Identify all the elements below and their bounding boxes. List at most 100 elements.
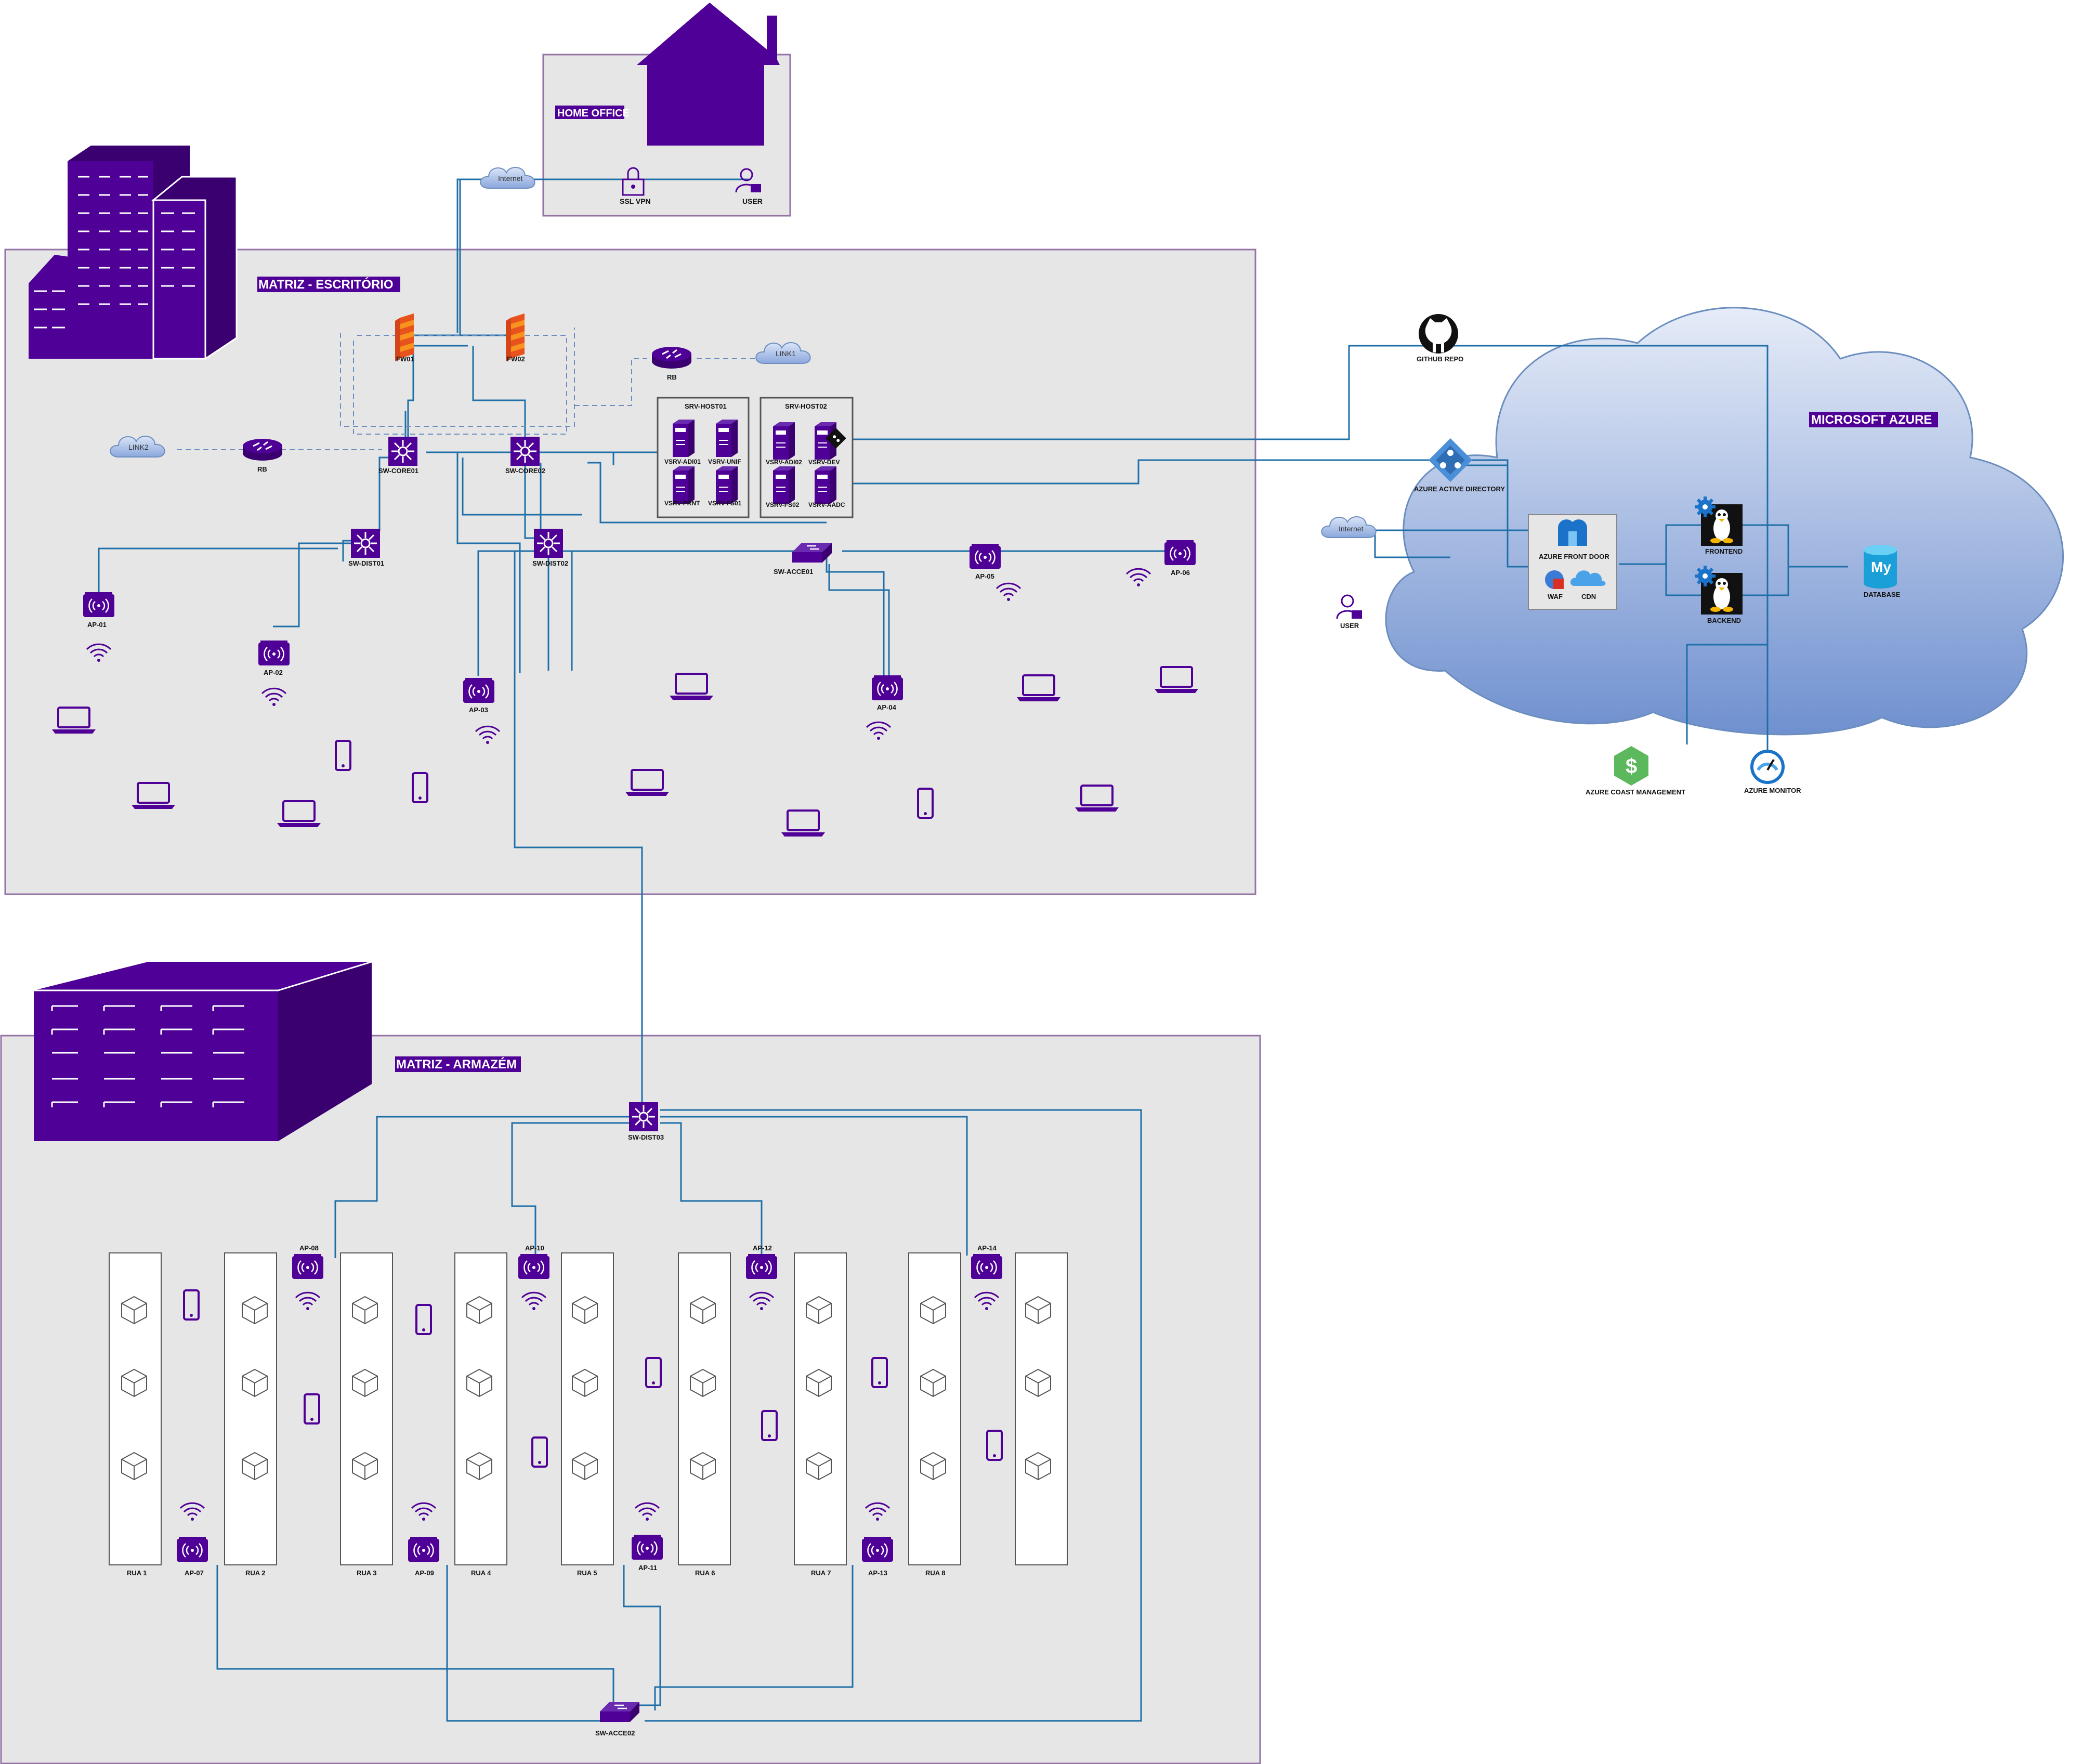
access-point-icon [970,1253,1003,1280]
aisle-label: RUA 3 [357,1569,377,1577]
front-door-icon [1558,519,1587,546]
front-door-label: AZURE FRONT DOOR [1539,553,1609,560]
dist-switch-icon [350,528,381,559]
ap09-label: AP-09 [415,1569,434,1577]
server-icon [772,466,795,504]
warehouse-building-icon [34,961,372,1141]
database-label: DATABASE [1864,591,1901,598]
access-point-icon [176,1536,209,1563]
zone-matriz-armazem [0,1035,1261,1764]
sw-core01-label: SW-CORE01 [378,467,418,475]
access-point-icon [462,677,495,704]
ssl-vpn-icon [622,167,645,196]
access-point-icon [291,1253,324,1280]
user-icon [1336,594,1363,620]
firewall-icon [506,313,525,361]
server-icon [672,419,695,458]
waf-icon [1545,570,1564,589]
sw-acce01-label: SW-ACCE01 [774,568,813,576]
ap11-label: AP-11 [638,1564,657,1572]
access-point-icon [407,1536,440,1563]
link2-label: LINK2 [128,443,149,451]
home-office-title: HOME OFFICE [557,108,630,119]
access-point-icon [257,639,291,667]
azure-user-label: USER [1340,622,1359,630]
vm-fs02-label: VSRV-FS02 [766,501,800,508]
home-icon [637,3,780,146]
backend-label: BACKEND [1707,617,1741,624]
dist-switch-icon [628,1101,659,1132]
aisle-label: RUA 8 [925,1569,946,1577]
sw-dist03-label: SW-DIST03 [628,1133,664,1141]
aisle-label: RUA 2 [245,1569,266,1577]
active-directory-icon [1429,438,1472,482]
microsoft-azure-title: MICROSOFT AZURE [1811,413,1932,427]
link1-label: LINK1 [776,349,796,358]
router-icon [242,438,283,462]
sw-core02-label: SW-CORE02 [505,467,545,475]
office-building-icon [29,146,238,360]
aisle-label: RUA 5 [577,1569,597,1577]
matriz-escritorio-title: MATRIZ - ESCRITÓRIO [258,277,394,292]
access-point-icon [871,674,904,701]
azure-links [1372,464,1848,759]
github-label: GITHUB REPO [1417,355,1463,363]
srv-host02-label: SRV-HOST02 [785,402,827,410]
zone-matriz-escritorio [4,249,1256,895]
access-point-icon [631,1534,664,1561]
rb-right-label: RB [667,373,677,381]
ap13-label: AP-13 [868,1569,887,1577]
access-point-icon [968,543,1002,570]
monitor-label: AZURE MONITOR [1744,787,1801,794]
server-icon [672,466,695,504]
fw02-label: FW02 [507,355,525,363]
cost-label: AZURE COAST MANAGEMENT [1586,788,1685,796]
ap02-label: AP-02 [264,669,283,676]
aisle-label: RUA 4 [471,1569,491,1577]
svg-text:My: My [1871,559,1891,575]
server-icon [715,466,738,504]
aisle-label: RUA 1 [127,1569,147,1577]
frontend-label: FRONTEND [1705,547,1743,555]
ap06-label: AP-06 [1171,569,1190,577]
access-point-icon [745,1253,778,1280]
access-point-icon [861,1536,894,1563]
vm-prnt-label: VSRV-PRNT [664,500,700,507]
waf-label: WAF [1548,593,1563,600]
access-point-icon [1163,539,1197,566]
matriz-armazem-title: MATRIZ - ARMAZÉM [396,1057,517,1072]
svg-text:$: $ [1626,755,1637,778]
rb-left-label: RB [257,465,267,473]
fw01-label: FW01 [396,355,414,363]
gear-icon [1695,566,1716,586]
server-icon [715,419,738,458]
ssl-vpn-label: SSL VPN [620,197,651,205]
azure-internet-label: Internet [1339,525,1364,533]
cdn-label: CDN [1581,593,1596,600]
warehouse-links [216,1109,1142,1722]
server-icon [814,466,837,504]
aisle-label: RUA 7 [811,1569,831,1577]
ap07-label: AP-07 [185,1569,204,1577]
vm-dev-label: VSRV-DEV [808,459,840,466]
core-switch-icon [509,436,541,467]
ap04-label: AP-04 [877,703,897,711]
home-internet-label: Internet [498,174,523,182]
vm-fs01-label: VSRV-FS01 [708,500,742,507]
gear-icon [1695,496,1716,517]
ap14-label: AP-14 [977,1244,997,1252]
github-icon [1419,314,1458,354]
sw-dist02-label: SW-DIST02 [532,559,568,567]
dist-switch-icon [533,528,564,559]
ap05-label: AP-05 [975,572,994,580]
acce01-links [828,550,1172,676]
access-point-icon [82,591,115,618]
server-icon [772,422,795,460]
ap01-label: AP-01 [87,621,107,629]
firewall-icon [395,313,414,361]
database-icon: My [1864,545,1897,589]
vm-adi02-label: VSRV-ADI02 [766,459,802,466]
monitor-icon [1750,750,1785,784]
ap03-label: AP-03 [469,706,488,714]
